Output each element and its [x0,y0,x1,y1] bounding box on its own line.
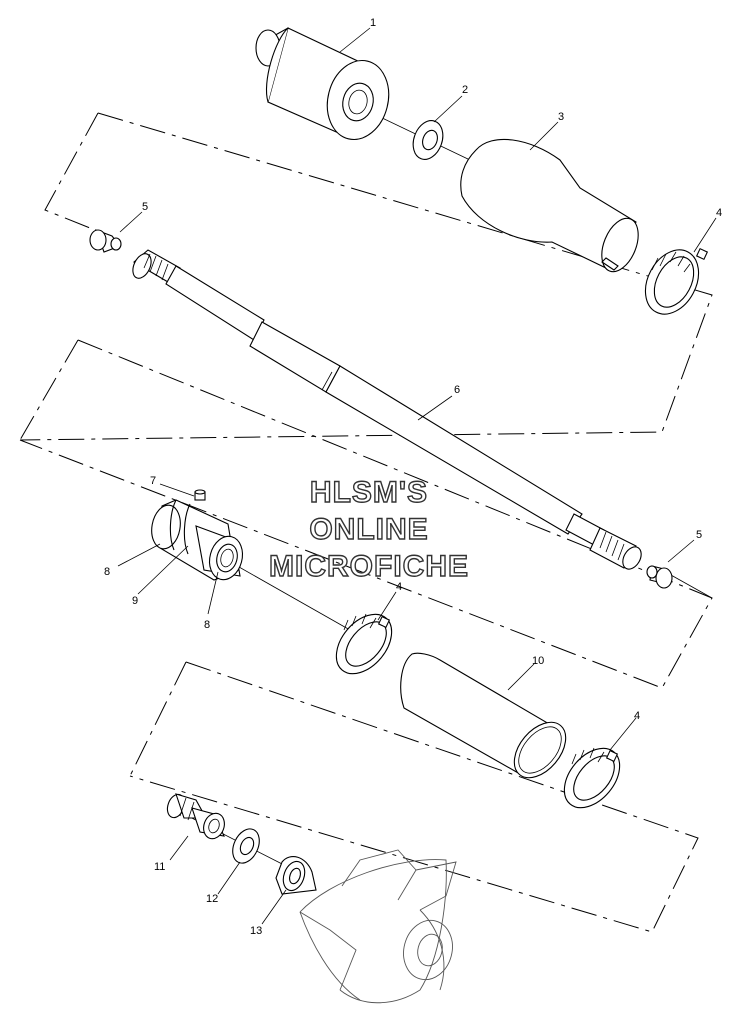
part-6-driveshaft [132,249,642,570]
part-5-plug-upper [89,229,122,253]
watermark-line-2: ONLINE [309,512,429,546]
callout-12: 12 [206,893,218,905]
callout-4-middle: 4 [396,581,402,593]
callout-4-lower: 4 [634,710,640,722]
callout-7: 7 [150,475,156,487]
callout-8-left: 8 [104,566,110,578]
watermark-line-3: MICROFICHE [268,549,469,583]
assembly-guide-lines [19,112,713,933]
part-8-9-coupler [151,499,244,581]
callouts: 1 2 3 4 5 6 5 7 8 9 8 4 10 4 11 12 13 [104,17,722,937]
leader-lines [117,27,717,925]
callout-6: 6 [454,384,460,396]
part-4-clamp-middle [335,613,393,675]
part-4-clamp-upper [644,247,709,315]
part-10-tube [400,652,567,779]
callout-4-upper: 4 [716,207,722,219]
callout-8-bottom: 8 [204,619,210,631]
callout-9: 9 [132,595,138,607]
part-11-fitting [166,793,225,840]
callout-5-lower: 5 [696,529,702,541]
part-1-bushing [255,27,390,141]
watermark-line-1: HLSM'S [309,475,429,509]
part-5-plug-lower [646,565,673,589]
callout-5-upper: 5 [142,201,148,213]
callout-3: 3 [558,111,564,123]
callout-1: 1 [370,17,376,29]
impeller-outline [299,849,457,1004]
part-13-seal [275,856,317,895]
part-3-boot [460,138,639,273]
part-2-washer [412,120,444,160]
callout-11: 11 [154,861,165,873]
callout-2: 2 [462,84,468,96]
callout-13: 13 [250,925,262,937]
part-4-clamp-lower [563,747,621,809]
callout-10: 10 [532,655,544,667]
part-12-washer [232,828,260,864]
